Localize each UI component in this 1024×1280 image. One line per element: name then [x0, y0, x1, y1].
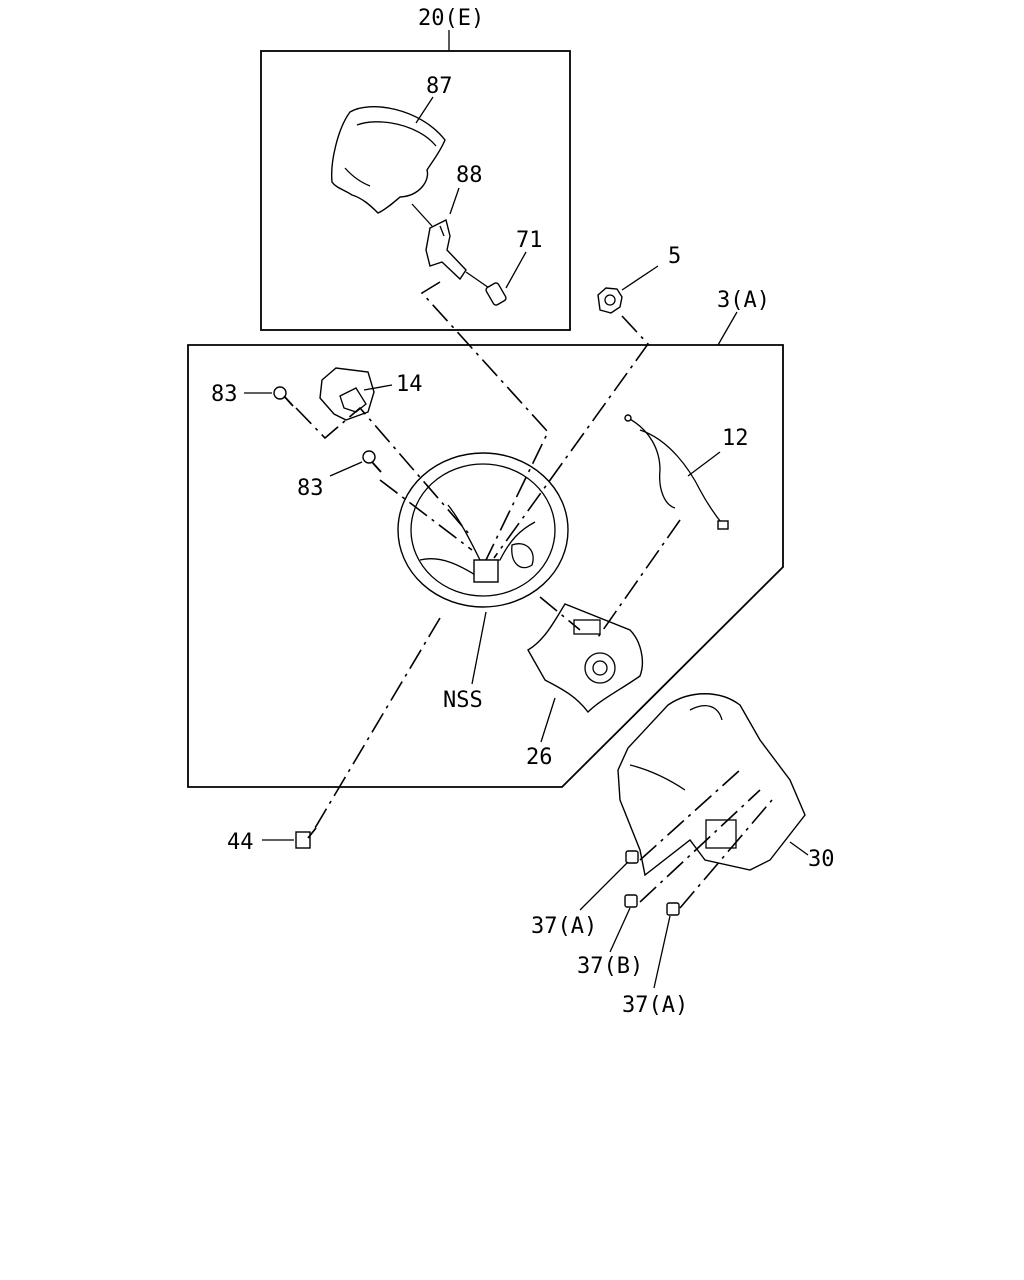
- label-nss: NSS: [443, 688, 483, 713]
- bolt-44: [262, 827, 317, 849]
- group-20e-box: [260, 30, 571, 331]
- label-12: 12: [722, 426, 749, 451]
- label-26: 26: [526, 745, 553, 770]
- label-30: 30: [808, 847, 835, 872]
- label-83-lower: 83: [297, 476, 324, 501]
- label-5: 5: [668, 244, 681, 269]
- screw-37a-lower: [653, 902, 680, 989]
- column-cover-30: [617, 693, 809, 877]
- label-3a: 3(A): [717, 288, 770, 313]
- label-14: 14: [396, 372, 423, 397]
- label-71: 71: [516, 228, 543, 253]
- label-83-upper: 83: [211, 382, 238, 407]
- assembly-lines: [295, 281, 773, 909]
- label-20e: 20(E): [418, 6, 484, 31]
- lower-cover-26: [527, 603, 644, 743]
- label-37b: 37(B): [577, 954, 643, 979]
- screw-83-upper: [244, 386, 294, 407]
- harness-12: [624, 414, 729, 530]
- steering-wheel: [397, 452, 569, 608]
- screw-37b: [609, 894, 638, 953]
- part-labels: 20(E) 3(A) 87 88 71 5 14 83 83 12 NSS 26…: [211, 6, 835, 1018]
- bolt-71: [465, 251, 527, 306]
- label-88: 88: [456, 163, 483, 188]
- label-37a-upper: 37(A): [531, 914, 597, 939]
- airbag-cover-87: [330, 96, 446, 214]
- label-87: 87: [426, 74, 453, 99]
- switch-14: [319, 367, 393, 421]
- bracket-88: [411, 187, 467, 281]
- nut-5: [597, 265, 659, 314]
- label-44: 44: [227, 830, 254, 855]
- screw-37a-upper: [579, 850, 639, 911]
- screw-83-lower: [329, 450, 382, 477]
- nss-leader: [471, 611, 487, 685]
- group-3a-box: [187, 311, 784, 788]
- label-37a-lower: 37(A): [622, 993, 688, 1018]
